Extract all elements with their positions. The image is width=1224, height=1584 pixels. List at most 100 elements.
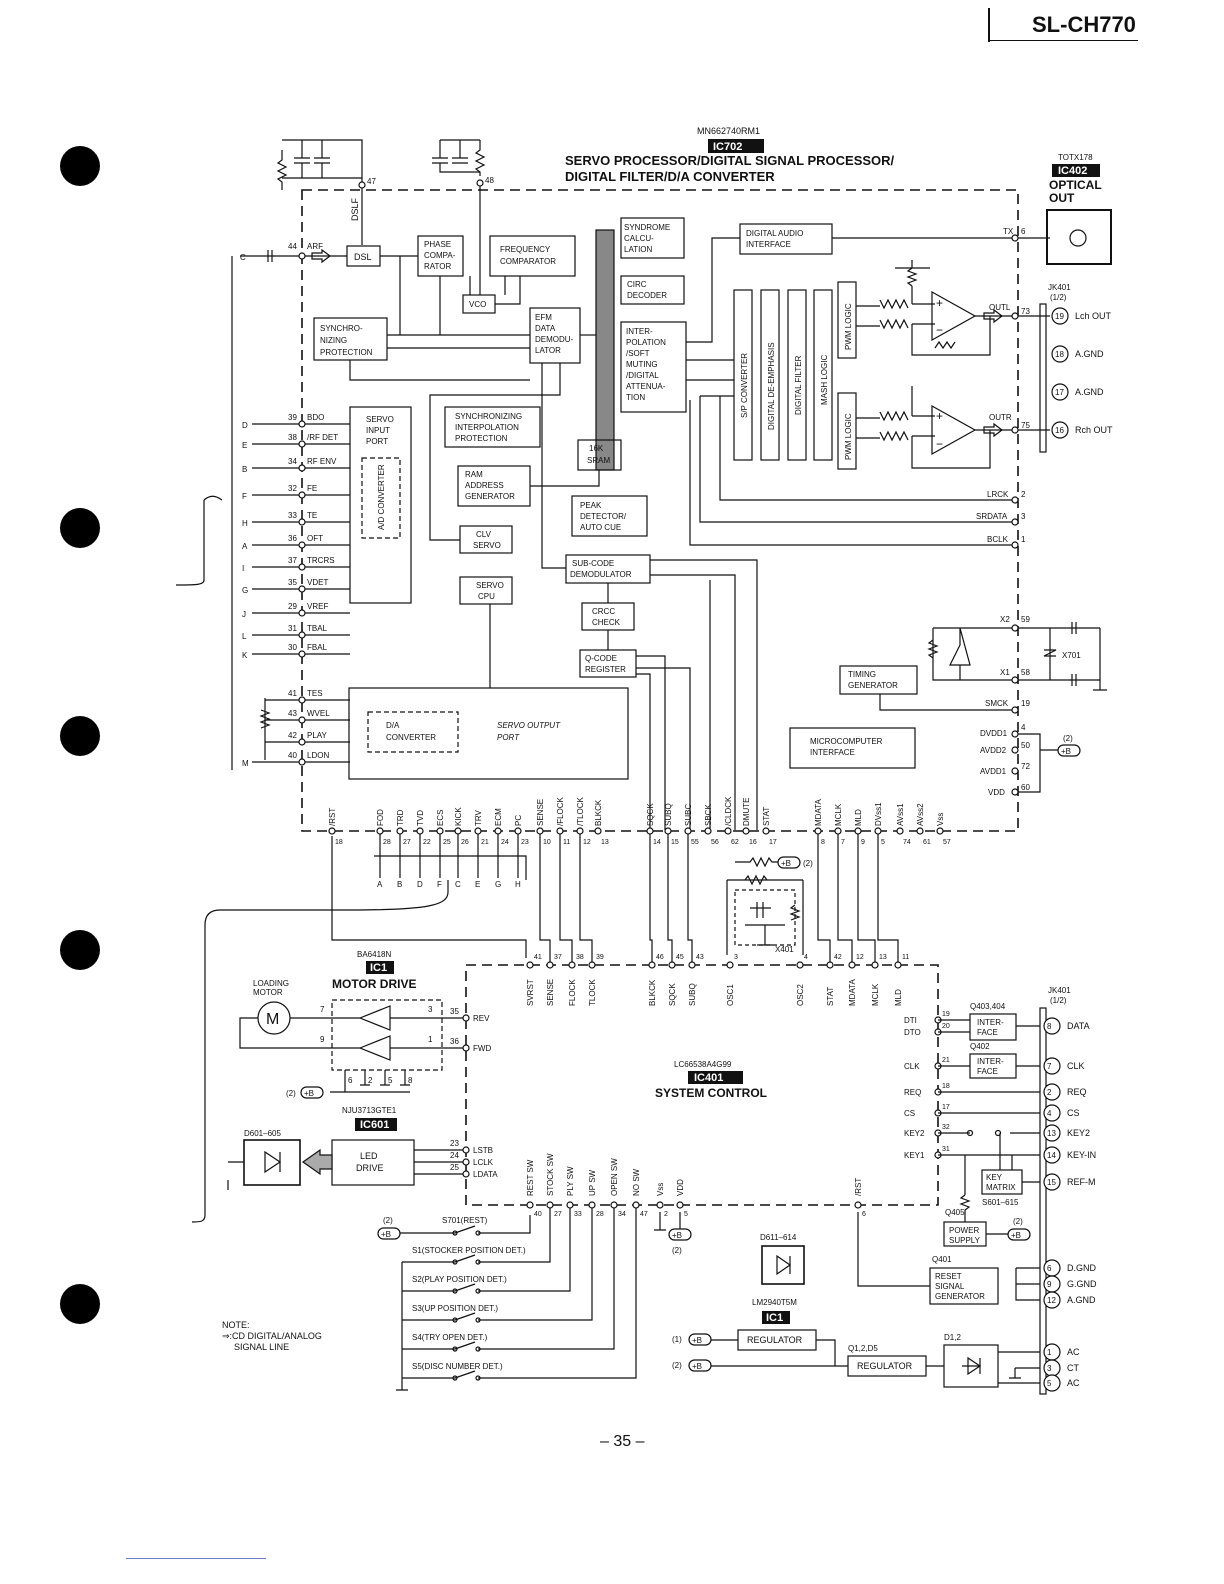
ic702-bottom-pin <box>416 827 424 835</box>
timing-label-1: TIMING <box>848 670 876 679</box>
regulator-label-1: REGULATOR <box>747 1335 803 1345</box>
ic702-bottom-pin-name: TRD <box>396 809 405 826</box>
pin-outl <box>1011 312 1019 320</box>
ic702-bottom-pin <box>594 827 602 835</box>
jk401b-ref: JK401 <box>1048 986 1071 995</box>
plus-b-2-label: (2) <box>803 859 813 868</box>
ic702-bottom-pin <box>874 827 882 835</box>
jk401a-pin-label: A.GND <box>1075 387 1104 397</box>
ic702-left-pin <box>298 609 306 617</box>
jk401b-pin-num: 12 <box>1047 1296 1056 1305</box>
wire <box>541 363 758 830</box>
ic702-bottom-pin-name: MCLK <box>834 803 843 826</box>
interpolation-block <box>620 321 687 413</box>
jk401b-pin-label: AC <box>1067 1378 1080 1388</box>
ic702-bottom-pin <box>474 827 482 835</box>
vdd-pb: +B <box>672 1231 682 1240</box>
arf-capacitor <box>240 250 302 262</box>
ic601-part: NJU3713GTE1 <box>342 1106 397 1115</box>
ic702-left-pin-num: 32 <box>288 484 297 493</box>
jk401b-pin <box>1043 1291 1061 1309</box>
ic702-bottom-pin-num: 26 <box>461 839 469 846</box>
ic401-top-pin <box>826 961 834 969</box>
s601-label: S601–615 <box>982 1198 1019 1207</box>
phase-label-3: RATOR <box>424 262 451 271</box>
resistor-tes <box>259 698 271 760</box>
timing-generator-block <box>839 665 918 695</box>
ic702-bottom-pin-num: 7 <box>841 839 845 846</box>
ram-label-3: GENERATOR <box>465 492 515 501</box>
syncint-label-2: INTERPOLATION <box>455 423 519 432</box>
sram-label-2: SRAM <box>587 456 610 465</box>
rectifier-diode-icon <box>962 1356 982 1376</box>
ic702-bottom-pin-num: 14 <box>653 839 661 846</box>
jk401b-pin-label: CT <box>1067 1363 1079 1373</box>
ic401-bottom-pin <box>546 1201 554 1209</box>
mash-label: MASH LOGIC <box>820 355 829 405</box>
q401-label: Q401 <box>932 1255 952 1264</box>
vdd-wire <box>654 1212 681 1231</box>
resistor-pullup <box>735 856 778 868</box>
mash-logic-block <box>813 289 833 461</box>
ic401-right-pin-name: CLK <box>904 1062 920 1071</box>
ic702-left-pin-name: VREF <box>307 602 328 611</box>
ic401-right-pin-name: REQ <box>904 1088 921 1097</box>
ic702-bottom-pin-num: 12 <box>583 839 591 846</box>
ic402-part: TOTX178 <box>1058 153 1093 162</box>
ic702-bottom-pin-num: 25 <box>443 839 451 846</box>
footer-rule <box>126 1558 266 1559</box>
ic401-top-pin <box>688 961 696 969</box>
pwm-label-l: PWM LOGIC <box>844 303 853 350</box>
ic702-bottom-pin-name: /TLOCK <box>576 796 585 826</box>
pin-x2-name: X2 <box>1000 615 1010 624</box>
ic401-top-pin <box>648 961 656 969</box>
efm-label-1: EFM <box>535 313 552 322</box>
ic702-bottom-pin <box>646 827 654 835</box>
ic401-top-pin-name: FLOCK <box>568 979 577 1006</box>
punch-hole <box>60 508 100 548</box>
wire <box>579 834 593 962</box>
pin-x1-name: X1 <box>1000 668 1010 677</box>
capacitor-net <box>432 139 480 173</box>
ic702-left-pin-name: TE <box>307 511 317 520</box>
ic702-bottom-pin <box>376 827 384 835</box>
ic702-left-pin-name: WVEL <box>307 709 330 718</box>
opamp-minus: − <box>936 437 943 451</box>
ic702-bottom-pin-num: 22 <box>423 839 431 846</box>
pwm-logic-block-r <box>837 392 857 470</box>
switch-contact <box>966 1129 974 1137</box>
ic702-bottom-pin-num: 21 <box>481 839 489 846</box>
ic702-left-pin-conn: C <box>240 253 246 262</box>
pin-vdd-num: 60 <box>1021 783 1030 792</box>
ic702-title-1: SERVO PROCESSOR/DIGITAL SIGNAL PROCESSOR… <box>565 153 895 168</box>
motor-label-2: MOTOR <box>253 988 283 997</box>
ic401-bottom-pin-num: 40 <box>534 1211 542 1218</box>
ic702-bottom-pin <box>896 827 904 835</box>
wire <box>349 256 530 381</box>
timing-label-2: GENERATOR <box>848 681 898 690</box>
wire <box>530 470 600 487</box>
led-drive-label-1: LED <box>360 1151 378 1161</box>
ic402-label-2: OUT <box>1049 191 1075 205</box>
ic401-top-pin-num: 43 <box>696 954 704 961</box>
syncint-label-1: SYNCHRONIZING <box>455 412 522 421</box>
ic401-right-pin-num: 19 <box>942 1011 950 1018</box>
sp-converter-block <box>733 289 753 461</box>
plus-b-terminal <box>300 1086 324 1099</box>
clv-servo-block <box>459 525 513 554</box>
q403-label: Q403,404 <box>970 1002 1006 1011</box>
phase-label-2: COMPA- <box>424 251 456 260</box>
iface1-label-2: FACE <box>977 1028 998 1037</box>
sip-label-3: PORT <box>366 437 388 446</box>
ic401-ref: IC401 <box>694 1072 723 1084</box>
bottom-connector-letter: A <box>377 880 383 889</box>
digital-filter-block <box>787 289 807 461</box>
pin-x1 <box>1011 676 1019 684</box>
jk401a-pin <box>1051 345 1069 363</box>
key-matrix-label-2: MATRIX <box>986 1183 1016 1192</box>
ic401-bottom-pin <box>588 1201 596 1209</box>
ic401-bottom-pin-name: VDD <box>676 1179 685 1196</box>
peak-label-2: DETECTOR/ <box>580 512 627 521</box>
ic702-bottom-pin-name: DVss1 <box>874 802 883 826</box>
switch-wire <box>402 1208 637 1379</box>
